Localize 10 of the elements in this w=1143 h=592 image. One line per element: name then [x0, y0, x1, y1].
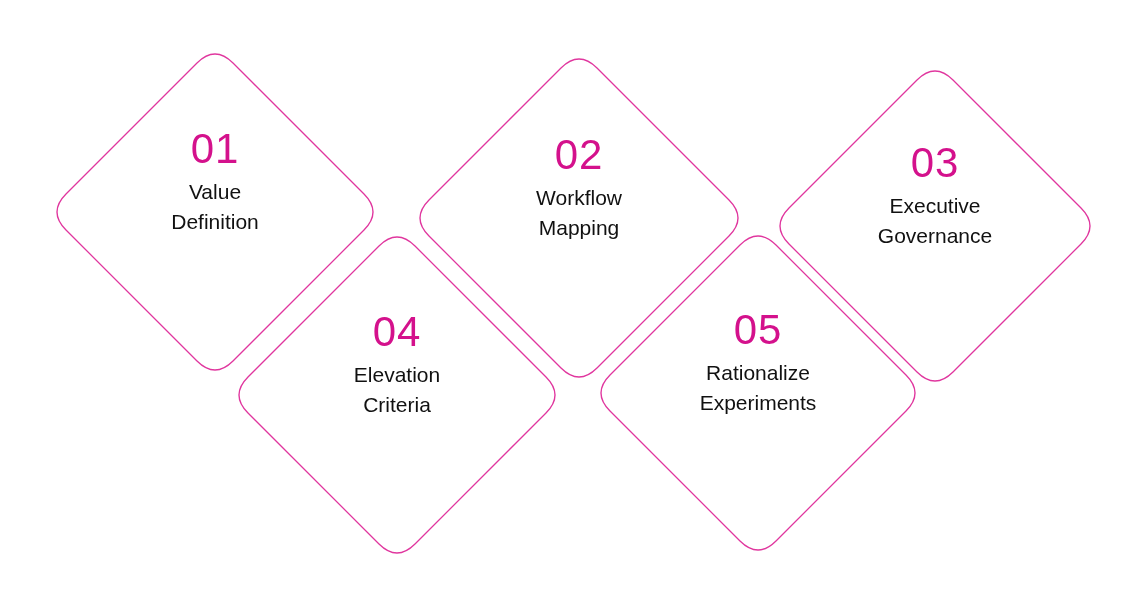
step-label: Workflow Mapping [535, 185, 623, 241]
step-number: 05 [733, 308, 783, 352]
step-label: Executive Governance [876, 193, 994, 249]
step-number: 01 [190, 127, 240, 171]
step-label: Rationalize Experiments [698, 360, 818, 416]
step-number: 03 [910, 141, 960, 185]
step-number: 04 [372, 310, 422, 354]
step-label: Elevation Criteria [352, 362, 442, 418]
step-label: Value Definition [170, 179, 260, 235]
step-number: 02 [554, 133, 604, 177]
